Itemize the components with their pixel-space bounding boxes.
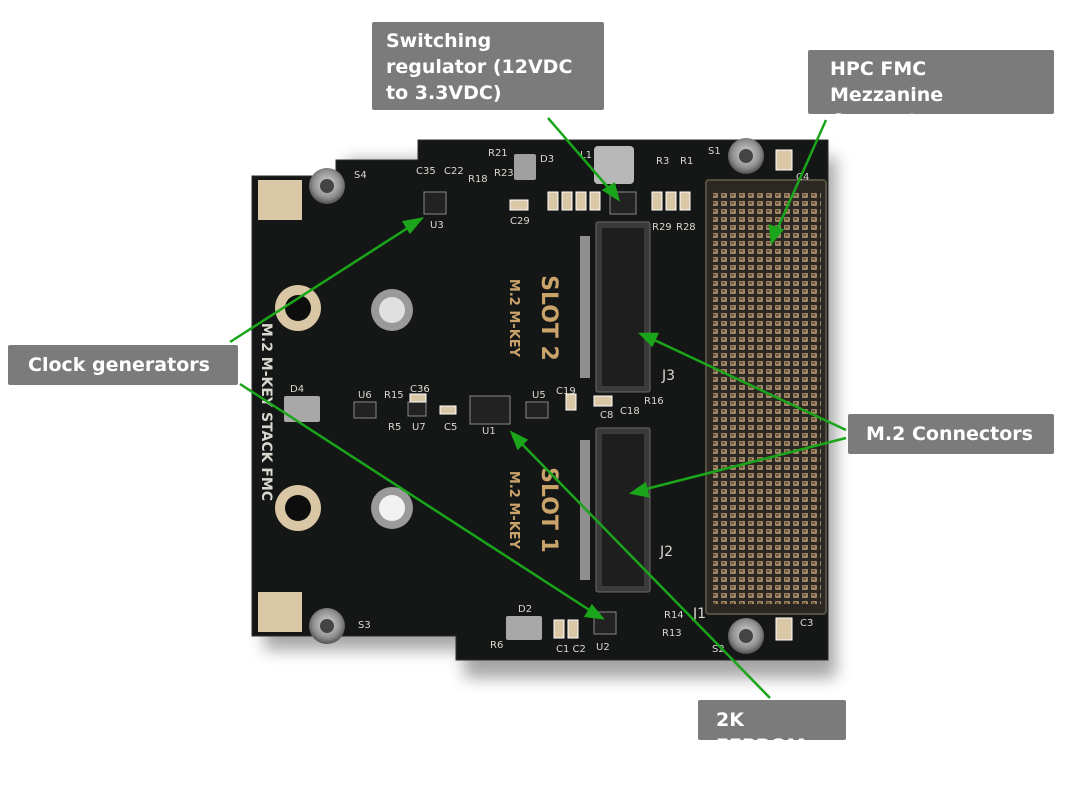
ref-r28: R28: [676, 222, 696, 233]
ref-u2: U2: [596, 642, 610, 653]
ref-r5: R5: [388, 422, 401, 433]
callout-m2-connectors-text: M.2 Connectors: [866, 423, 1033, 445]
ref-s4: S4: [354, 170, 367, 181]
fmc-connector-pins: [713, 190, 821, 604]
ref-c19: C19: [556, 386, 576, 397]
ref-c18: C18: [620, 406, 640, 417]
ref-r15: R15: [384, 390, 404, 401]
ref-j2: J2: [659, 544, 673, 560]
slot2-subtitle: M.2 M-KEY: [506, 279, 521, 358]
ref-l1: L1: [580, 150, 592, 161]
diode-d4: [284, 396, 320, 422]
callout-switching-regulator: Switching regulator (12VDC to 3.3VDC): [372, 22, 604, 110]
inductor-l1: [594, 146, 634, 184]
ref-r13: R13: [662, 628, 682, 639]
reference-designators: J3 J2 J1 S1 S2 S3 S4 U1 U2 U3 U5 U6 U7 D…: [290, 146, 813, 655]
ref-c22: C22: [444, 166, 464, 177]
slot1-subtitle: M.2 M-KEY: [506, 471, 521, 550]
ref-u5: U5: [532, 390, 546, 401]
ref-u6: U6: [358, 390, 372, 401]
passive-components: [409, 149, 793, 641]
pcb-board: [251, 139, 829, 661]
slot2-title: SLOT 2: [536, 275, 561, 361]
gold-pad-top: [258, 180, 302, 220]
ref-c3: C3: [800, 618, 813, 629]
ref-r1: R1: [680, 156, 693, 167]
m2-connector-j3: [580, 221, 651, 393]
ref-c4: C4: [796, 172, 809, 183]
silkscreen: SLOT 2 M.2 M-KEY SLOT 1 M.2 M-KEY M.2 M-…: [258, 275, 561, 553]
ref-r18: R18: [468, 174, 488, 185]
ref-c36: C36: [410, 384, 430, 395]
diode-d3: [514, 154, 536, 180]
ref-r14: R14: [664, 610, 684, 621]
callout-m2-connectors: M.2 Connectors: [848, 414, 1054, 454]
ref-r21: R21: [488, 148, 508, 159]
ref-s1: S1: [708, 146, 721, 157]
callout-hpc-fmc-text: HPC FMC Mezzanine Connector: [830, 58, 944, 114]
ref-s2: S2: [712, 644, 725, 655]
ref-c1c2: C1 C2: [556, 644, 586, 655]
ref-c35: C35: [416, 166, 436, 177]
callout-clock-generators: Clock generators: [8, 345, 238, 385]
callout-clock-generators-text: Clock generators: [28, 354, 210, 376]
ref-r6: R6: [490, 640, 503, 651]
callout-switching-regulator-text: Switching regulator (12VDC to 3.3VDC): [386, 30, 573, 104]
ref-r16: R16: [644, 396, 664, 407]
callout-eeprom-text: 2K EEPROM: [716, 709, 806, 740]
mounting-holes: [275, 285, 413, 531]
board-side-text: M.2 M-KEY STACK FMC: [258, 323, 274, 501]
ref-r3: R3: [656, 156, 669, 167]
ref-s3: S3: [358, 620, 371, 631]
ref-r23: R23: [494, 168, 514, 179]
ref-u3: U3: [430, 220, 444, 231]
ref-d3: D3: [540, 154, 554, 165]
leader-lines: [229, 117, 847, 699]
ref-d4: D4: [290, 384, 304, 395]
callout-hpc-fmc-connector: HPC FMC Mezzanine Connector: [808, 50, 1054, 114]
callout-eeprom: 2K EEPROM: [698, 700, 846, 740]
gold-pad-bottom: [258, 592, 302, 632]
ref-r29: R29: [652, 222, 672, 233]
ref-u7: U7: [412, 422, 426, 433]
ref-c5: C5: [444, 422, 457, 433]
ref-j3: J3: [661, 368, 675, 384]
ref-d2: D2: [518, 604, 532, 615]
ref-c29: C29: [510, 216, 530, 227]
standoff-nuts: [309, 138, 764, 654]
ref-j1: J1: [692, 606, 706, 622]
ic-chips: [353, 191, 637, 635]
ref-u1: U1: [482, 426, 496, 437]
ref-c8: C8: [600, 410, 613, 421]
diode-d2: [506, 616, 542, 640]
